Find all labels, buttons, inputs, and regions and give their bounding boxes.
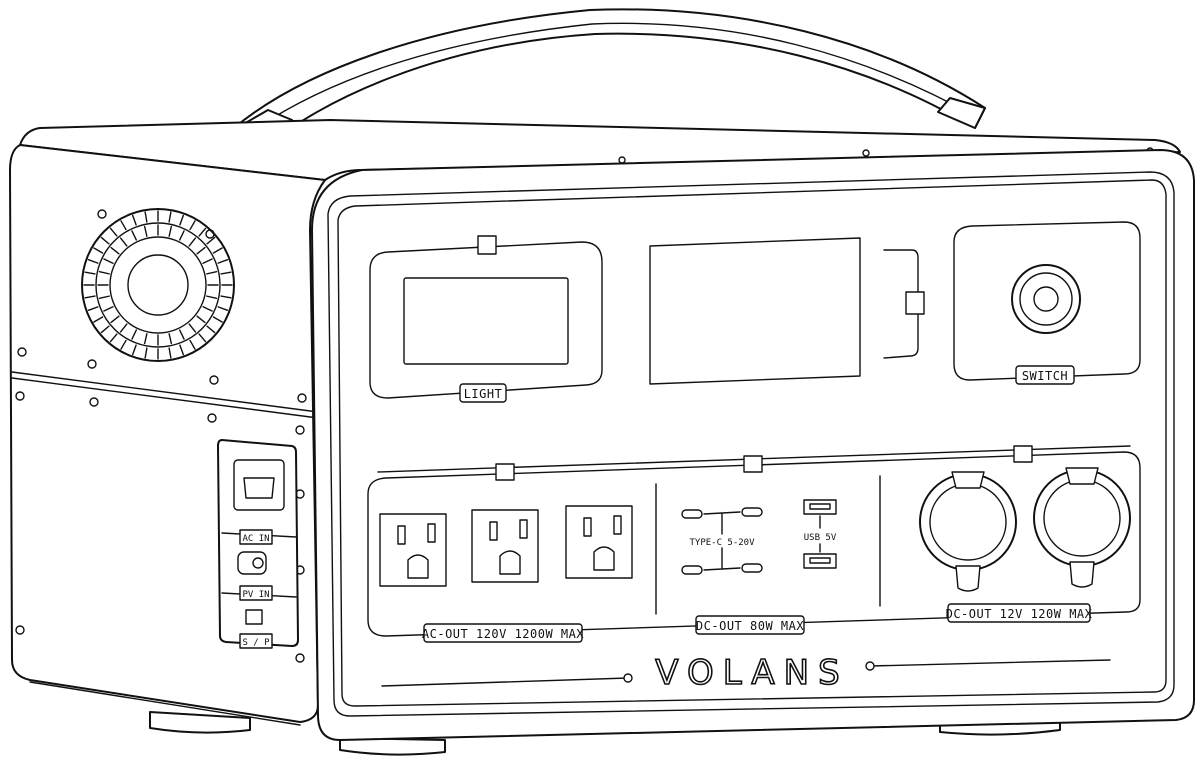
light-label: LIGHT (464, 387, 503, 401)
fan-slot (220, 295, 232, 299)
fan-slot (202, 305, 213, 312)
fan-slot (109, 333, 118, 343)
usb-a-port-icon (803, 499, 837, 515)
dc-out-12v-label: DC-OUT 12V 120W MAX (946, 607, 1093, 621)
brand-strip: VOLANS (381, 652, 1111, 694)
fan-slot (168, 225, 173, 237)
ac-outlet-icon (379, 513, 447, 587)
fan-slot (188, 323, 197, 333)
fan-slot (120, 339, 127, 350)
fan-slot (212, 247, 223, 254)
fan-slot (179, 214, 185, 226)
ac-outlets (379, 505, 633, 587)
fan-slot (103, 305, 114, 312)
fan-slot (131, 329, 138, 340)
fan-slot (189, 220, 196, 231)
fan-slot (93, 316, 104, 323)
fan-slot (217, 258, 229, 264)
light-panel: LIGHT (369, 235, 603, 403)
pv-in-label: PV IN (242, 590, 269, 600)
fan-slot (98, 270, 110, 275)
type-c-port-icon (681, 565, 703, 575)
fan-slot (168, 333, 173, 345)
usb-a-port-icon (803, 553, 837, 569)
fan-slot (119, 237, 128, 247)
ac-outlet-icon (565, 505, 633, 579)
port-panel (367, 445, 1141, 637)
fan-slot (220, 271, 232, 275)
fan-slot (110, 315, 120, 324)
ac-in-label: AC IN (242, 534, 269, 544)
brand-logo: VOLANS (655, 653, 848, 693)
cooling-fan-icon (81, 208, 235, 362)
fan-slot (87, 306, 99, 312)
car-socket-icon (1033, 467, 1131, 588)
fan-slot (188, 237, 197, 247)
fan-slot (178, 329, 185, 340)
switch-panel: SWITCH (953, 221, 1141, 385)
fan-slot (144, 347, 148, 359)
fan-slot (206, 325, 216, 334)
fan-slot (212, 316, 223, 323)
fan-slot (110, 246, 120, 255)
fan-slot (143, 333, 148, 345)
fan-slot (109, 227, 118, 237)
power-switch-button-icon (1011, 264, 1081, 334)
fan-slot (217, 306, 229, 312)
fan-slot (198, 227, 207, 237)
usb-label: USB 5V (804, 533, 837, 543)
fan-slot (206, 236, 216, 245)
sp-label: S / P (242, 638, 270, 648)
type-c-port-icon (681, 509, 703, 519)
dc-usb-ports: TYPE-C 5-20V USB 5V (681, 499, 837, 575)
fan-slot (206, 295, 218, 300)
type-c-port-icon (741, 563, 763, 573)
ac-out-label: AC-OUT 120V 1200W MAX (422, 627, 584, 641)
fan-slot (131, 230, 138, 241)
side-input-module: AC IN PV IN S / P (217, 439, 299, 649)
fan-slot (168, 347, 172, 359)
dc-out-usb-label: DC-OUT 80W MAX (696, 619, 804, 633)
type-c-label: TYPE-C 5-20V (689, 538, 755, 548)
fan-slot (100, 236, 110, 245)
display-screen (649, 237, 925, 385)
fan-slot (144, 211, 148, 223)
fan-slot (196, 246, 206, 255)
fan-slot (196, 315, 206, 324)
fan-slot (119, 323, 128, 333)
switch-label: SWITCH (1022, 369, 1068, 383)
fan-slot (189, 339, 196, 350)
port-labels: AC-OUT 120V 1200W MAX DC-OUT 80W MAX DC-… (422, 603, 1093, 643)
fan-slot (131, 214, 137, 226)
type-c-port-icon (741, 507, 763, 517)
fan-slot (120, 220, 127, 231)
fan-slot (178, 230, 185, 241)
fan-slot (131, 344, 137, 356)
fan-slot (179, 344, 185, 356)
side-screws (15, 209, 307, 663)
fan-slot (202, 258, 213, 265)
fan-slot (87, 258, 99, 264)
fan-slot (103, 258, 114, 265)
fan-slot (168, 211, 172, 223)
fan-slot (84, 295, 96, 299)
fan-slot (198, 333, 207, 343)
fan-slot (84, 271, 96, 275)
fan-slot (100, 325, 110, 334)
car-sockets (919, 467, 1131, 592)
ac-outlet-icon (471, 509, 539, 583)
fan-slot (143, 225, 148, 237)
car-socket-icon (919, 471, 1017, 592)
fan-slot (206, 270, 218, 275)
fan-slot (98, 295, 110, 300)
fan-slot (93, 247, 104, 254)
